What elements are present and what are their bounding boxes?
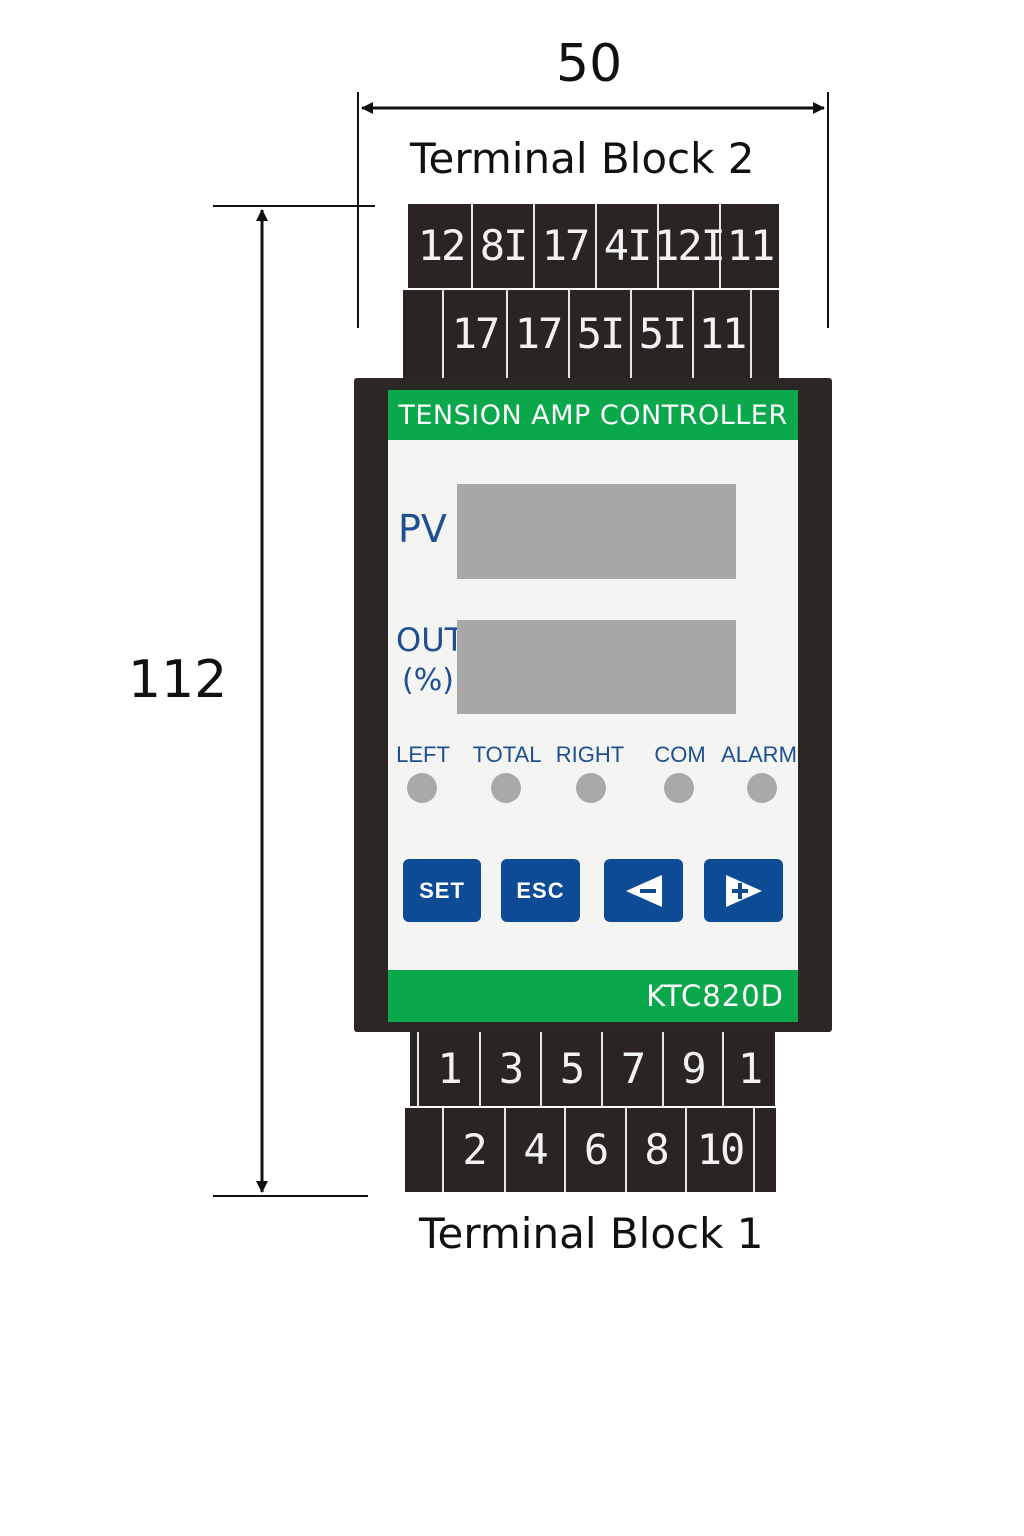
terminal: 4 <box>506 1108 566 1192</box>
esc-button[interactable]: ESC <box>501 859 580 922</box>
terminal-block-1-label: Terminal Block 1 <box>419 1209 764 1258</box>
indicator-led-right <box>576 773 606 803</box>
minus-arrow-icon <box>625 874 662 907</box>
terminal: 10 <box>687 1108 755 1192</box>
terminal-spacer <box>752 290 779 378</box>
terminal-block-2-top-row: 12 8Ι 17 4Ι 12Ι 11 <box>408 204 779 288</box>
out-unit-label: (%) <box>402 663 454 698</box>
controller-title: TENSION AMP CONTROLLER <box>388 390 798 440</box>
terminal: 5Ι <box>632 290 694 378</box>
model-label: KTC820D <box>388 970 798 1022</box>
terminal: 9 <box>664 1032 724 1106</box>
terminal: 5Ι <box>570 290 632 378</box>
increase-button[interactable] <box>704 859 783 922</box>
height-dimension-label: 112 <box>128 650 228 710</box>
out-label: OUT <box>396 621 465 659</box>
terminal-block-1-bottom-row: 2 4 6 8 10 <box>405 1108 776 1192</box>
terminal: 11 <box>694 290 752 378</box>
terminal: 4Ι <box>597 204 659 288</box>
terminal: 1 <box>737 1044 763 1093</box>
out-display <box>457 620 736 714</box>
terminal: 3 <box>481 1032 542 1106</box>
indicator-label-total: TOTAL <box>472 742 542 767</box>
terminal: 12 <box>411 204 473 288</box>
terminal-spacer <box>413 1032 419 1106</box>
terminal-block-2-label: Terminal Block 2 <box>410 134 755 183</box>
terminal-block-1-top-row: 1 3 5 7 9 1 <box>410 1032 775 1106</box>
terminal: 6 <box>566 1108 627 1192</box>
terminal: 1 <box>419 1032 481 1106</box>
terminal-spacer <box>406 290 444 378</box>
indicator-led-alarm <box>747 773 777 803</box>
indicator-label-com: COM <box>654 742 706 767</box>
terminal-block-2-bottom-row: 17 17 5Ι 5Ι 11 <box>403 290 779 378</box>
indicator-led-total <box>491 773 521 803</box>
terminal: 8Ι <box>473 204 535 288</box>
terminal: 17 <box>535 204 597 288</box>
width-dimension-label: 50 <box>556 34 623 94</box>
indicator-label-alarm: ALARM <box>721 742 797 767</box>
terminal-spacer <box>408 1108 444 1192</box>
terminal: 2 <box>444 1108 506 1192</box>
controller-faceplate: TENSION AMP CONTROLLER PV OUT (%) LEFT T… <box>388 390 798 1022</box>
terminal: 12Ι <box>654 204 726 288</box>
terminal: 5 <box>542 1032 603 1106</box>
terminal-spacer <box>755 1108 776 1192</box>
pv-display <box>457 484 736 579</box>
indicator-led-com <box>664 773 694 803</box>
pv-label: PV <box>398 507 447 551</box>
indicator-label-left: LEFT <box>396 742 450 767</box>
plus-arrow-icon <box>725 874 762 907</box>
terminal: 7 <box>603 1032 664 1106</box>
indicator-led-left <box>407 773 437 803</box>
indicator-label-right: RIGHT <box>555 742 625 767</box>
decrease-button[interactable] <box>604 859 683 922</box>
terminal: 17 <box>508 290 570 378</box>
terminal: 8 <box>627 1108 687 1192</box>
set-button[interactable]: SET <box>403 859 481 922</box>
terminal: 11 <box>726 221 776 270</box>
terminal: 17 <box>444 290 508 378</box>
